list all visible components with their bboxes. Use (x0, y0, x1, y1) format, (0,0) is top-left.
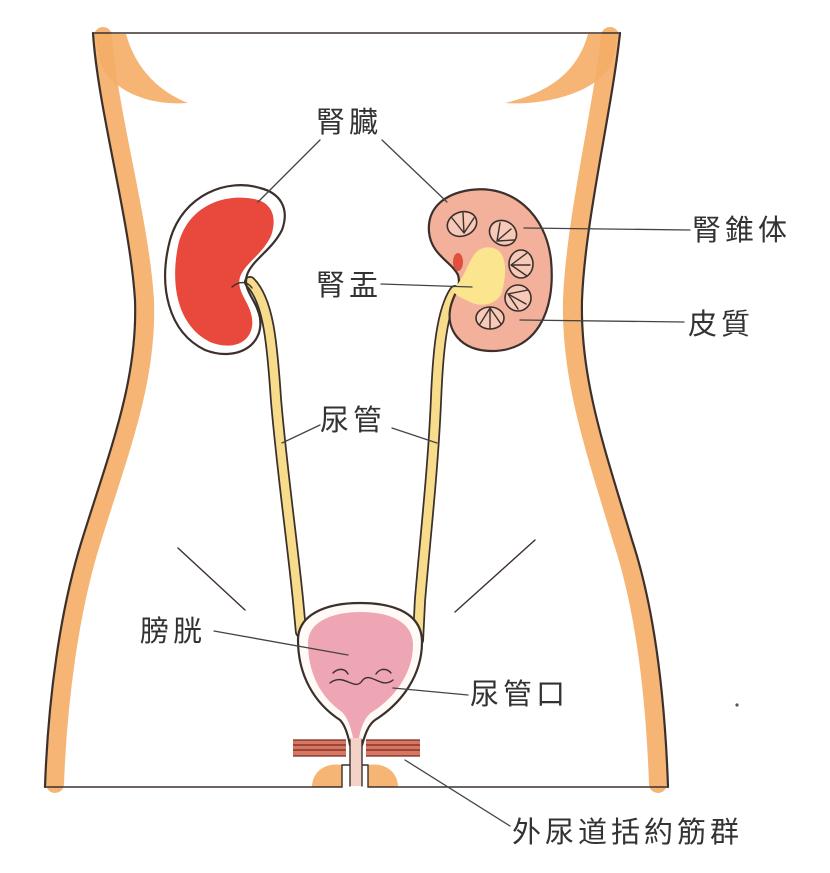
leader-ureter-left (281, 424, 321, 444)
label-ureter: 尿管 (320, 403, 386, 437)
renal-vessel (453, 253, 463, 271)
bladder (296, 601, 424, 747)
sphincter-left (293, 739, 346, 757)
torso (43, 27, 670, 793)
leader-external-sphincter (404, 759, 511, 827)
ureter-left (244, 276, 307, 638)
renal-pyramid-2 (488, 219, 518, 247)
armpit-right (505, 34, 618, 104)
renal-pyramid-3 (508, 249, 534, 279)
leader-lines (213, 139, 691, 827)
renal-pyramid-5 (475, 306, 505, 330)
kidney-left-hilum (231, 281, 253, 289)
groin-line-right (454, 539, 536, 613)
kidney-left (164, 184, 286, 356)
torso-outline-right (580, 31, 670, 789)
torso-band-right (562, 27, 667, 793)
labels: 腎臓 腎錐体 腎盂 皮質 尿管 膀胱 尿管口 外尿道括約筋群 (140, 105, 791, 849)
leader-ureteral-orifice (392, 687, 469, 696)
label-bladder: 膀胱 (140, 614, 206, 648)
sphincter-right (366, 739, 420, 757)
leader-cortex (519, 319, 685, 323)
groin-line-left (177, 547, 246, 611)
ureteral-orifice-left-mark (332, 668, 349, 675)
crotch-blob-right (368, 764, 398, 787)
label-ureteral-orifice: 尿管口 (470, 677, 569, 711)
urethra (349, 738, 363, 787)
renal-pyramid-4 (504, 284, 532, 312)
label-cortex: 皮質 (688, 307, 754, 341)
renal-pelvis (452, 247, 506, 305)
bladder-trigone (329, 676, 394, 686)
kidney-left-capsule (164, 184, 286, 356)
bladder-lumen (308, 612, 413, 738)
stray-dot (735, 703, 739, 707)
label-renal-pelvis: 腎盂 (316, 268, 382, 302)
leader-renal-pyramid (523, 227, 691, 231)
torso-outline-left (43, 31, 137, 789)
ureter-right (412, 285, 461, 646)
ureteral-orifice-right-mark (375, 668, 392, 675)
leader-ureter-right (391, 427, 438, 444)
label-external-urethral-sphincter: 外尿道括約筋群 (512, 815, 743, 849)
leader-kidney-left (257, 139, 321, 203)
kidney-left-body (175, 197, 274, 346)
armpit-left (95, 34, 188, 104)
renal-pyramid-1 (446, 210, 478, 238)
label-kidney: 腎臓 (316, 105, 382, 139)
leader-kidney-right (381, 139, 448, 203)
crotch-blob-left (312, 764, 342, 787)
torso-band-left (46, 27, 155, 793)
leader-bladder (213, 630, 349, 656)
label-renal-pyramid: 腎錐体 (692, 213, 791, 247)
leader-renal-pelvis (380, 283, 473, 288)
kidney-right (427, 188, 553, 353)
